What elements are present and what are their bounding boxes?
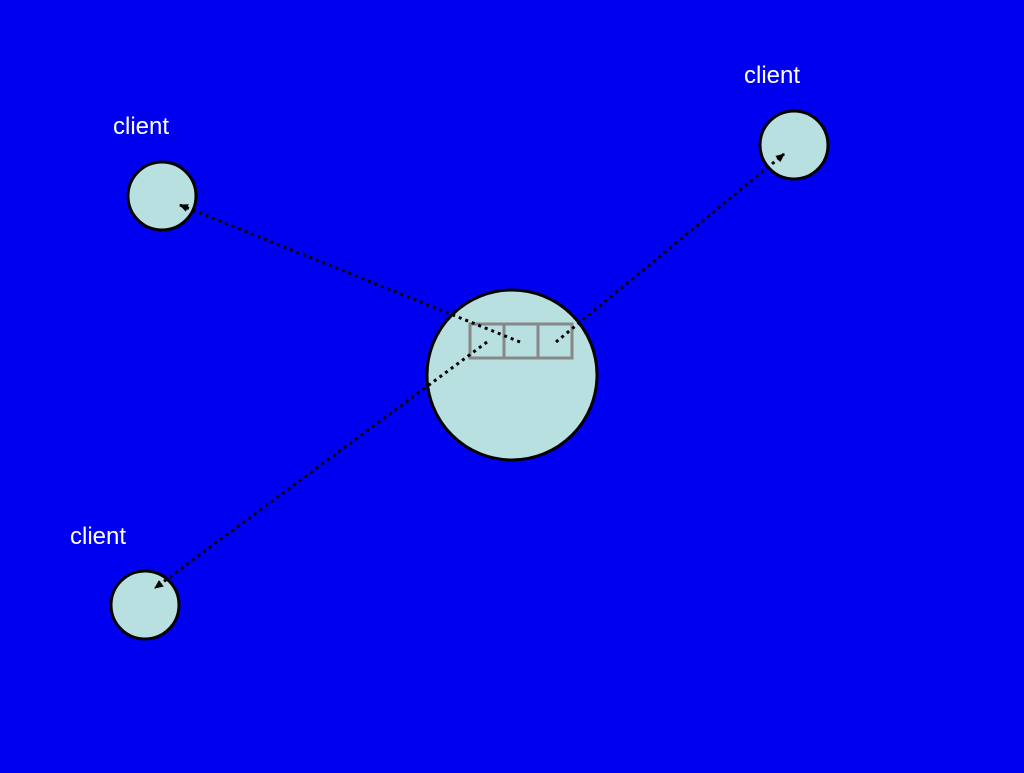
client-node-top-left: [126, 160, 198, 232]
client-label-bottom-left: client: [70, 523, 126, 550]
queue-slot: [536, 322, 574, 360]
client-label-top-right: client: [744, 62, 800, 89]
connector-arrow-top-right: [555, 152, 785, 344]
client-node-top-right: [758, 109, 830, 181]
connector-arrow-bottom-left: [154, 340, 488, 590]
server-queue: [468, 322, 574, 360]
client-node-bottom-left: [109, 569, 181, 641]
connector-arrow-top-left: [179, 203, 521, 344]
client-label-top-left: client: [113, 113, 169, 140]
